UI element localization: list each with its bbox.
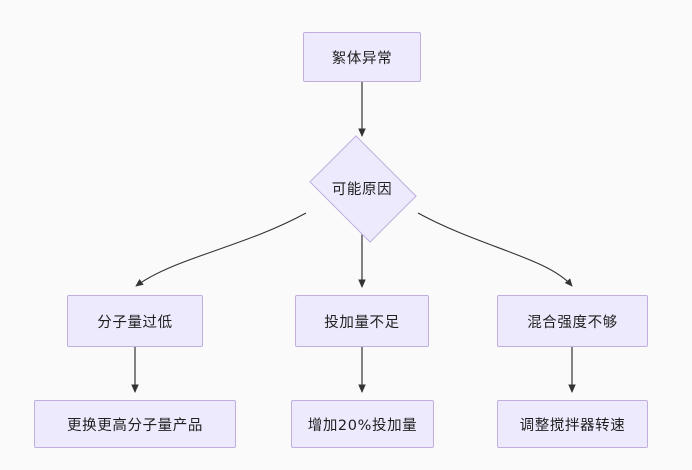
node-fix-replace-product[interactable]: 更换更高分子量产品 bbox=[34, 400, 236, 448]
edge-cause-to-cause3 bbox=[417, 212, 573, 287]
node-cause-decision[interactable]: 可能原因 bbox=[303, 135, 421, 243]
node-fix2-label: 增加20%投加量 bbox=[307, 417, 418, 434]
node-cause1-label: 分子量过低 bbox=[97, 314, 173, 331]
node-cause3-label: 混合强度不够 bbox=[527, 314, 618, 331]
node-cause-insufficient-dosage[interactable]: 投加量不足 bbox=[295, 295, 429, 347]
edge-cause-to-cause1 bbox=[135, 212, 307, 287]
node-root-label: 絮体异常 bbox=[331, 50, 393, 67]
node-cause2-label: 投加量不足 bbox=[324, 314, 400, 331]
node-cause-low-molecular-weight[interactable]: 分子量过低 bbox=[67, 295, 203, 347]
node-fix1-label: 更换更高分子量产品 bbox=[67, 417, 203, 434]
node-cause-label: 可能原因 bbox=[331, 181, 393, 198]
node-fix-adjust-mixer-speed[interactable]: 调整搅拌器转速 bbox=[497, 400, 648, 448]
node-fix3-label: 调整搅拌器转速 bbox=[519, 417, 626, 434]
node-cause-insufficient-mixing[interactable]: 混合强度不够 bbox=[497, 295, 648, 347]
node-root[interactable]: 絮体异常 bbox=[303, 32, 421, 82]
node-fix-increase-dosage[interactable]: 增加20%投加量 bbox=[291, 400, 434, 448]
